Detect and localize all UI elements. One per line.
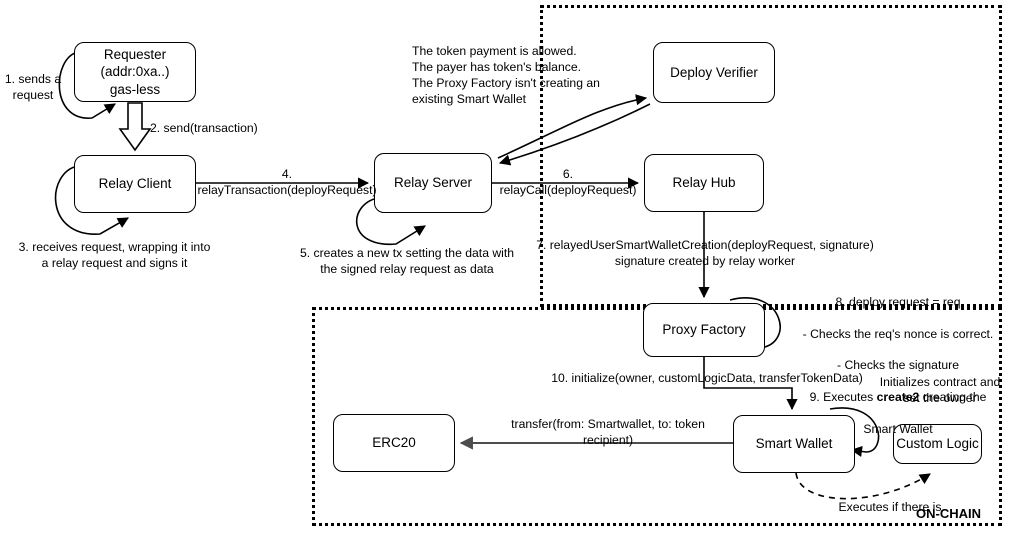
node-relay-client[interactable]: Relay Client	[74, 155, 196, 213]
step-8-check-signature: - Checks the signature	[837, 358, 959, 373]
label-step-3: 3. receives request, wrapping it into a …	[18, 240, 211, 270]
node-deploy-verifier[interactable]: Deploy Verifier	[653, 42, 775, 103]
node-label-proxy-factory: Proxy Factory	[662, 321, 745, 338]
node-label-line: (addr:0xa..)	[100, 64, 170, 80]
label-transfer-call: transfer(from: Smartwallet, to: token re…	[511, 417, 705, 447]
step-9-smart-wallet: Smart Wallet	[863, 421, 933, 436]
label-step-7: 7. relayedUserSmartWalletCreation(deploy…	[536, 238, 874, 268]
steps-8-9-annotation: 8. deploy request = req - Checks the req…	[790, 279, 1006, 453]
step-9-create2-line: 9. Executes create2 creating the	[790, 390, 1006, 406]
node-label-line: Requester	[103, 47, 167, 63]
node-label-line: Proxy Factory	[662, 322, 746, 338]
label-executes-if-there-is: Executes if there is	[838, 500, 942, 514]
node-relay-server[interactable]: Relay Server	[374, 153, 492, 213]
node-requester[interactable]: Requester(addr:0xa..)gas-less	[74, 42, 196, 102]
step-9-create2-keyword: create2	[876, 390, 920, 405]
node-proxy-factory[interactable]: Proxy Factory	[643, 303, 765, 357]
node-label-deploy-verifier: Deploy Verifier	[670, 64, 758, 81]
step-9-suffix: creating the	[919, 390, 987, 405]
label-step-6: 6. relayCall(deployRequest)	[499, 167, 637, 197]
wire-requester-to-relay-client	[118, 102, 152, 152]
node-relay-hub[interactable]: Relay Hub	[644, 154, 764, 212]
label-step-1: 1. sends a request	[4, 72, 62, 102]
node-label-line: ERC20	[372, 435, 416, 451]
label-step-2: 2. send(transaction)	[150, 121, 258, 135]
node-label-relay-server: Relay Server	[394, 174, 472, 191]
node-label-line: Smart Wallet	[755, 436, 833, 452]
on-chain-caption: ON-CHAIN	[916, 506, 981, 521]
step-8-check-nonce: - Checks the req's nonce is correct.	[802, 326, 994, 341]
label-initializes-contract: Initializes contract and set the owner	[879, 375, 1001, 405]
node-label-line: gas-less	[109, 81, 161, 97]
node-label-line: Custom Logic	[896, 436, 979, 452]
label-step-4: 4. relayTransaction(deployRequest)	[197, 167, 377, 197]
node-label-line: Relay Server	[393, 175, 473, 191]
label-verifier-conditions: The token payment is allowed. The payer …	[412, 44, 600, 106]
label-step-10: 10. initialize(owner, customLogicData, t…	[551, 371, 863, 385]
step-8-title: 8. deploy request = req	[835, 294, 961, 309]
node-label-erc20: ERC20	[372, 434, 416, 451]
node-label-smart-wallet: Smart Wallet	[756, 435, 833, 452]
node-label-line: Deploy Verifier	[670, 64, 758, 80]
node-label-requester: Requester(addr:0xa..)gas-less	[100, 46, 169, 98]
node-label-custom-logic: Custom Logic	[896, 435, 979, 452]
node-label-relay-hub: Relay Hub	[672, 174, 735, 191]
node-label-line: Relay Hub	[672, 175, 736, 191]
node-label-line: Relay Client	[98, 176, 172, 192]
node-custom-logic[interactable]: Custom Logic	[893, 424, 982, 464]
node-smart-wallet[interactable]: Smart Wallet	[733, 415, 855, 473]
node-erc20[interactable]: ERC20	[333, 414, 455, 472]
label-step-5: 5. creates a new tx setting the data wit…	[299, 246, 515, 276]
step-9-prefix: 9. Executes	[809, 390, 877, 405]
node-label-relay-client: Relay Client	[99, 175, 172, 192]
